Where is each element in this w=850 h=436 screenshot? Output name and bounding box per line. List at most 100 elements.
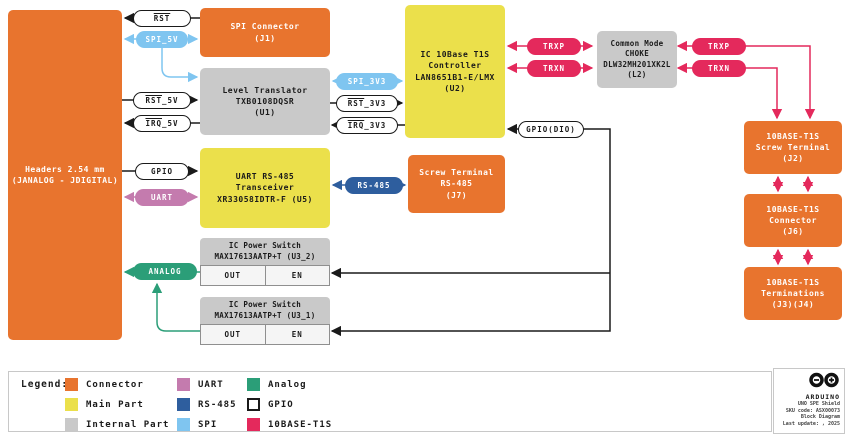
block-screw-terminal-rs485: Screw Terminal RS-485 (J7)	[408, 155, 505, 213]
pill-irq-3v3: IRQ_3V3	[336, 117, 398, 134]
pill-rst-5v-label: RST	[145, 96, 162, 105]
pill-analog: ANALOG	[133, 263, 197, 280]
rs485-swatch	[177, 398, 190, 411]
legend-item-internal-part-label: Internal Part	[86, 419, 170, 430]
block-choke-label: Common Mode CHOKE DLW32MH201XK2L (L2)	[603, 38, 671, 80]
block-power-switch-u3-2: IC Power Switch MAX17613AATP+T (U3_2) OU…	[200, 238, 330, 286]
10base-t1s-swatch	[247, 418, 260, 431]
legend-item-connector: Connector	[65, 378, 144, 391]
pill-trxn-right: TRXN	[692, 60, 746, 77]
main-part-swatch	[65, 398, 78, 411]
pill-gpio-dio-label: GPIO(DIO)	[526, 125, 576, 134]
block-uart-transceiver-label: UART RS-485 Transceiver XR33058IDTR-F (U…	[217, 172, 313, 204]
block-t1s-controller-label: IC 10Base T1S Controller LAN8651B1-E/LMX…	[415, 50, 495, 93]
pill-spi-5v-label: SPI_5V	[145, 35, 179, 44]
legend-item-uart: UART	[177, 378, 224, 391]
pill-irq-5v: IRQ_5V	[133, 115, 191, 132]
legend-item-rs485: RS-485	[177, 398, 237, 411]
legend-item-internal-part: Internal Part	[65, 418, 169, 431]
pill-trxp-right: TRXP	[692, 38, 746, 55]
wire-trxp-right	[676, 40, 816, 120]
wire-analog-out1	[151, 282, 200, 332]
block-screw-terminal-rs485-label: Screw Terminal RS-485 (J7)	[419, 168, 494, 200]
pill-spi-5v: SPI_5V	[136, 31, 188, 48]
pill-rst: RST	[133, 10, 191, 27]
pill-rs485-label: RS-485	[357, 181, 391, 190]
info-line-sku: SKU code: ASX00073	[785, 407, 840, 414]
pill-trxn-left-label: TRXN	[542, 64, 566, 73]
info-line-last-update: Last update: , 2025	[782, 420, 840, 427]
legend-title: Legend:	[21, 379, 69, 390]
pill-irq-3v3-label: IRQ	[347, 121, 365, 130]
legend-item-main-part-label: Main Part	[86, 399, 144, 410]
block-t1s-controller: IC 10Base T1S Controller LAN8651B1-E/LMX…	[405, 5, 505, 138]
legend-item-analog-label: Analog	[268, 379, 307, 390]
title-block: ARDUINO UNO SPE Shield SKU code: ASX0007…	[773, 368, 845, 434]
pill-rst-3v3-label: RST	[347, 99, 365, 108]
info-line-doc-type: Block Diagram	[800, 414, 840, 420]
power-switch-u3-1-en: EN	[265, 323, 330, 345]
block-t1s-terminations-label: 10BASE-T1S Terminations (J3)(J4)	[761, 277, 825, 310]
legend-item-10base-t1s-label: 10BASE-T1S	[268, 419, 333, 430]
block-headers-label: Headers 2.54 mm (JANALOG - JDIGITAL)	[11, 164, 119, 185]
arduino-logo-icon	[809, 372, 839, 388]
pill-gpio-dio: GPIO(DIO)	[518, 121, 584, 138]
power-switch-u3-2-out: OUT	[200, 264, 266, 286]
pill-irq-3v3-suffix: _3V3	[364, 121, 387, 130]
pill-spi-3v3: SPI_3V3	[336, 73, 398, 90]
power-switch-u3-2-en: EN	[265, 264, 330, 286]
block-level-translator: Level Translator TXB0108DQSR (U1)	[200, 68, 330, 135]
internal-part-swatch	[65, 418, 78, 431]
pill-rst-5v: RST_5V	[133, 92, 191, 109]
legend-item-gpio: GPIO	[247, 398, 294, 411]
block-t1s-screw-terminal-label: 10BASE-T1S Screw Terminal (J2)	[755, 131, 831, 164]
block-t1s-connector: 10BASE-T1S Connector (J6)	[744, 194, 842, 247]
pill-spi-3v3-label: SPI_3V3	[347, 77, 387, 86]
analog-swatch	[247, 378, 260, 391]
pill-trxn-left: TRXN	[527, 60, 581, 77]
connector-swatch	[65, 378, 78, 391]
pill-gpio-label: GPIO	[150, 167, 174, 176]
block-power-switch-u3-1: IC Power Switch MAX17613AATP+T (U3_1) OU…	[200, 297, 330, 345]
legend: Legend: Connector Main Part Internal Par…	[8, 371, 772, 432]
block-choke: Common Mode CHOKE DLW32MH201XK2L (L2)	[597, 31, 677, 88]
pill-rs485: RS-485	[345, 177, 403, 194]
block-spi-connector: SPI Connector (J1)	[200, 8, 330, 57]
pill-rst-5v-suffix: _5V	[162, 96, 179, 105]
legend-item-10base-t1s: 10BASE-T1S	[247, 418, 332, 431]
legend-item-gpio-label: GPIO	[268, 399, 294, 410]
wire-spi-5v-branch	[161, 47, 199, 83]
pill-uart-label: UART	[150, 193, 174, 202]
gpio-swatch	[247, 398, 260, 411]
pill-trxp-left: TRXP	[527, 38, 581, 55]
pill-gpio: GPIO	[135, 163, 189, 180]
info-line-product: UNO SPE Shield	[797, 401, 840, 407]
pill-trxn-right-label: TRXN	[707, 64, 731, 73]
legend-item-main-part: Main Part	[65, 398, 144, 411]
pill-rst-3v3-suffix: _3V3	[364, 99, 387, 108]
block-level-translator-label: Level Translator TXB0108DQSR (U1)	[222, 85, 308, 118]
uart-swatch	[177, 378, 190, 391]
pill-irq-5v-label: IRQ	[145, 119, 162, 128]
power-switch-u3-1-out: OUT	[200, 323, 266, 345]
legend-item-spi: SPI	[177, 418, 217, 431]
power-switch-u3-2-title: IC Power Switch MAX17613AATP+T (U3_2)	[200, 238, 330, 265]
block-t1s-terminations: 10BASE-T1S Terminations (J3)(J4)	[744, 267, 842, 320]
legend-item-connector-label: Connector	[86, 379, 144, 390]
pill-trxp-left-label: TRXP	[542, 42, 566, 51]
pill-rst-3v3: RST_3V3	[336, 95, 398, 112]
power-switch-u3-1-title: IC Power Switch MAX17613AATP+T (U3_1)	[200, 297, 330, 324]
arduino-brand-text: ARDUINO	[805, 393, 840, 401]
pill-trxp-right-label: TRXP	[707, 42, 731, 51]
pill-uart: UART	[135, 189, 189, 206]
block-t1s-screw-terminal: 10BASE-T1S Screw Terminal (J2)	[744, 121, 842, 174]
block-t1s-connector-label: 10BASE-T1S Connector (J6)	[766, 204, 820, 237]
block-headers: Headers 2.54 mm (JANALOG - JDIGITAL)	[8, 10, 122, 340]
pill-irq-5v-suffix: _5V	[162, 119, 179, 128]
legend-item-uart-label: UART	[198, 379, 224, 390]
block-uart-transceiver: UART RS-485 Transceiver XR33058IDTR-F (U…	[200, 148, 330, 228]
pill-rst-label: RST	[153, 14, 171, 23]
spi-swatch	[177, 418, 190, 431]
block-spi-connector-label: SPI Connector (J1)	[230, 22, 300, 43]
